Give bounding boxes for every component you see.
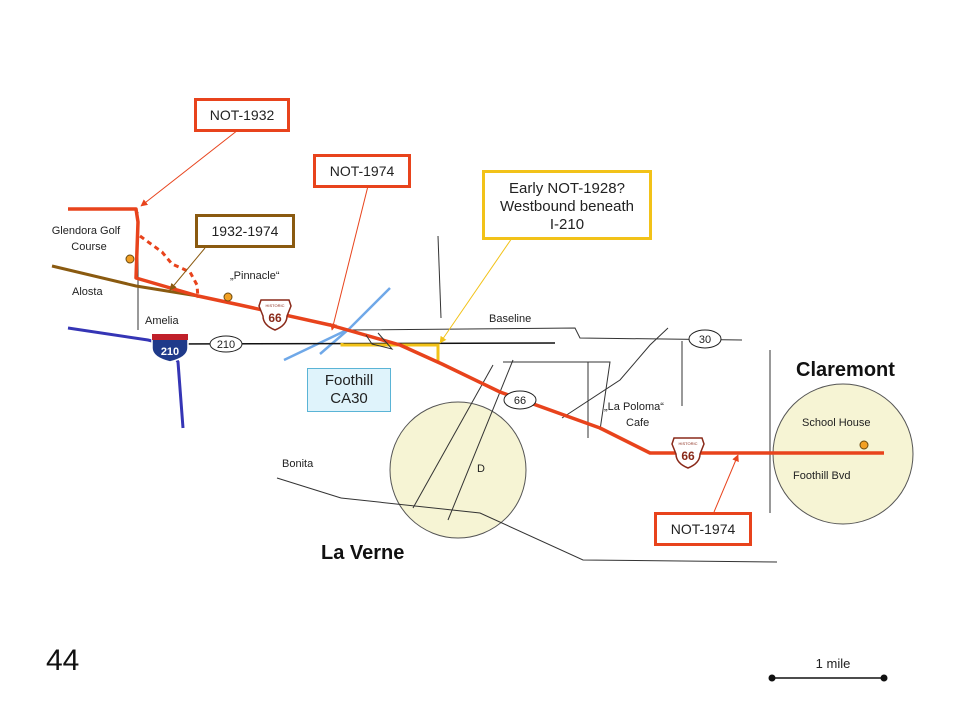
- label-d: D: [477, 463, 485, 475]
- callout-early-1928-line3: I-210: [549, 216, 585, 233]
- callout-not-1974-top-text: NOT-1974: [329, 163, 395, 179]
- us66-shield-icon: HISTORIC 66: [671, 437, 705, 469]
- svg-text:HISTORIC: HISTORIC: [265, 303, 284, 308]
- scale-bar: 1 mile: [768, 656, 888, 682]
- early-1928-route: [340, 343, 440, 362]
- route-66-loop: [365, 332, 394, 350]
- callout-not-1932: NOT-1932: [194, 98, 290, 132]
- callout-foothill-line1: Foothill: [324, 372, 374, 389]
- svg-text:66: 66: [681, 449, 695, 463]
- callout-early-1928-line2: Westbound beneath: [500, 198, 634, 215]
- svg-text:210: 210: [161, 346, 179, 358]
- route-30-badge: 30: [688, 329, 722, 349]
- route-66-dotted-alignment: [139, 234, 200, 299]
- label-alosta: Alosta: [72, 286, 103, 298]
- callout-early-1928-line1: Early NOT-1928?: [509, 180, 625, 197]
- label-glendora-golf-1: Glendora Golf: [52, 225, 121, 237]
- label-amelia: Amelia: [145, 315, 180, 327]
- pointer-early-1928: [439, 237, 513, 344]
- label-glendora-golf-2: Course: [71, 241, 106, 253]
- callout-1932-1974-text: 1932-1974: [211, 223, 279, 239]
- label-school-house: School House: [802, 417, 871, 429]
- route-1932-1974: [51, 264, 199, 298]
- label-la-paloma-1: „La Poloma“: [604, 401, 664, 413]
- route-210-badge: 210: [209, 335, 243, 353]
- pointer-1932-1974: [169, 247, 206, 291]
- label-pinnacle: „Pinnacle“: [230, 270, 280, 282]
- callout-not-1932-text: NOT-1932: [209, 107, 275, 123]
- callout-foothill-ca30: Foothill CA30: [307, 368, 391, 412]
- pinnacle-poi: [223, 292, 233, 302]
- svg-text:1 mile: 1 mile: [816, 656, 851, 671]
- callout-1932-1974: 1932-1974: [195, 214, 295, 248]
- callout-not-1974-bottom-text: NOT-1974: [670, 521, 736, 537]
- label-bonita: Bonita: [282, 458, 314, 470]
- pointer-not-1932: [140, 129, 239, 207]
- route-66-main: [68, 207, 884, 455]
- label-foothill-bvd: Foothill Bvd: [793, 470, 850, 482]
- glendora-golf-poi: [125, 254, 135, 264]
- callout-not-1974-top: NOT-1974: [313, 154, 411, 188]
- callout-early-1928: Early NOT-1928? Westbound beneath I-210: [482, 170, 652, 240]
- us66-shield-icon: HISTORIC 66: [258, 299, 292, 331]
- pointer-not-1974-bottom: [713, 454, 739, 513]
- city-claremont: Claremont: [796, 359, 895, 381]
- route-66-badge: 66: [503, 390, 537, 410]
- foothill-ca30-branch: [283, 327, 350, 362]
- label-baseline: Baseline: [489, 313, 531, 325]
- city-la-verne: La Verne: [321, 542, 405, 564]
- label-la-paloma-2: Cafe: [626, 417, 649, 429]
- svg-text:210: 210: [217, 339, 235, 351]
- svg-text:66: 66: [268, 311, 282, 325]
- callout-foothill-line2: CA30: [330, 390, 368, 407]
- la-verne-area-circle: [389, 401, 527, 539]
- interstate-210-shield-icon: 210: [151, 333, 189, 363]
- svg-text:30: 30: [699, 334, 711, 346]
- svg-text:HISTORIC: HISTORIC: [678, 441, 697, 446]
- school-house-poi: [859, 440, 869, 450]
- pointer-not-1974-top: [330, 185, 369, 331]
- slide-number: 44: [46, 644, 80, 677]
- svg-text:66: 66: [514, 395, 526, 407]
- callout-not-1974-bottom: NOT-1974: [654, 512, 752, 546]
